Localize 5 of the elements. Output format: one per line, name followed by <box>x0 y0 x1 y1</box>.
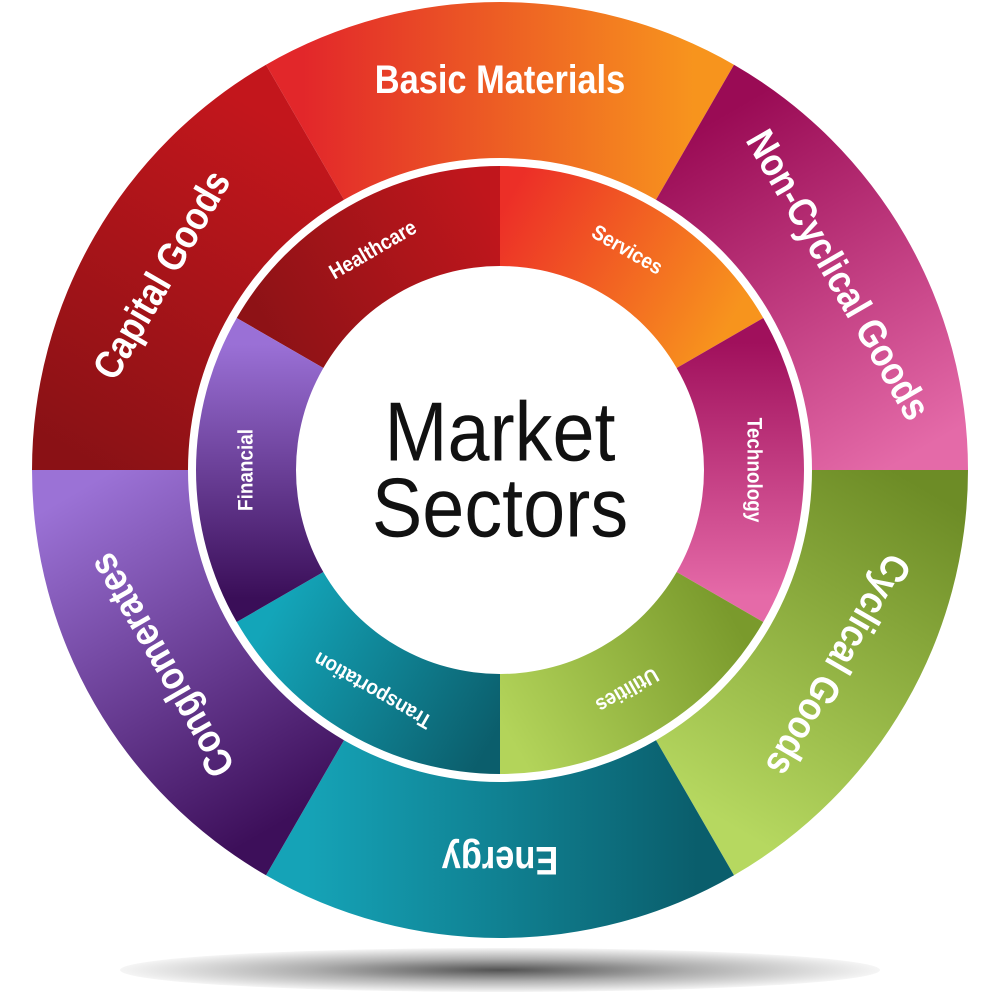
segment-label: Basic Materials <box>374 60 626 100</box>
center-title: Market Sectors <box>372 394 628 546</box>
segment-label: Financial <box>236 429 256 511</box>
segment-label: Technology <box>744 418 764 522</box>
segment-label: Energy <box>442 840 558 880</box>
